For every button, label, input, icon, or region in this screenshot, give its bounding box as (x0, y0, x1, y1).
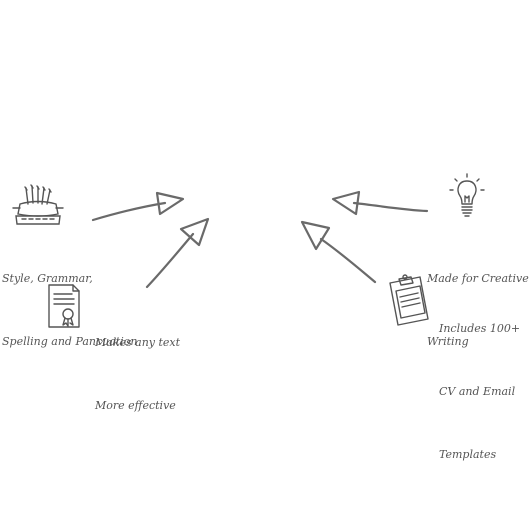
arrows-layer (91, 190, 429, 289)
arrow-left-lower (145, 232, 195, 289)
arrowhead-left-upper (155, 191, 185, 216)
feature-style-grammar-line-1: Style, Grammar, (2, 272, 93, 285)
arrow-left-upper (91, 201, 167, 222)
feature-style-grammar-label: Style, Grammar, Spelling and Pancuation (2, 226, 137, 373)
lightbulb-icon (449, 173, 485, 217)
feature-templates-line-3: Templates (439, 448, 497, 461)
arrowhead-right-lower (300, 220, 331, 251)
feature-creative-line-1: Made for Creative (427, 272, 529, 285)
certificate-icon (48, 284, 80, 328)
feature-templates-label: Includes 100+ CV and Email Templates (439, 276, 520, 486)
arrowhead-right-upper (331, 190, 361, 216)
feature-templates-line-1: Includes 100+ (439, 322, 521, 335)
feature-creative-line-2: Writing (427, 335, 469, 348)
feature-style-grammar-line-2: Spelling and Pancuation (2, 335, 138, 348)
feature-makes-effective-label: Makes any text More effective (95, 290, 180, 437)
feature-makes-effective-line-1: Makes any text (95, 336, 181, 349)
arrowhead-left-lower (179, 217, 210, 247)
feature-creative-label: Made for Creative Writing (427, 226, 529, 373)
clipboard-icon (389, 274, 429, 326)
feature-makes-effective-line-2: More effective (95, 399, 176, 412)
arrow-right-upper (352, 201, 429, 213)
feature-templates-line-2: CV and Email (439, 385, 516, 398)
typewriter-icon (12, 184, 64, 225)
arrow-right-lower (319, 237, 377, 284)
